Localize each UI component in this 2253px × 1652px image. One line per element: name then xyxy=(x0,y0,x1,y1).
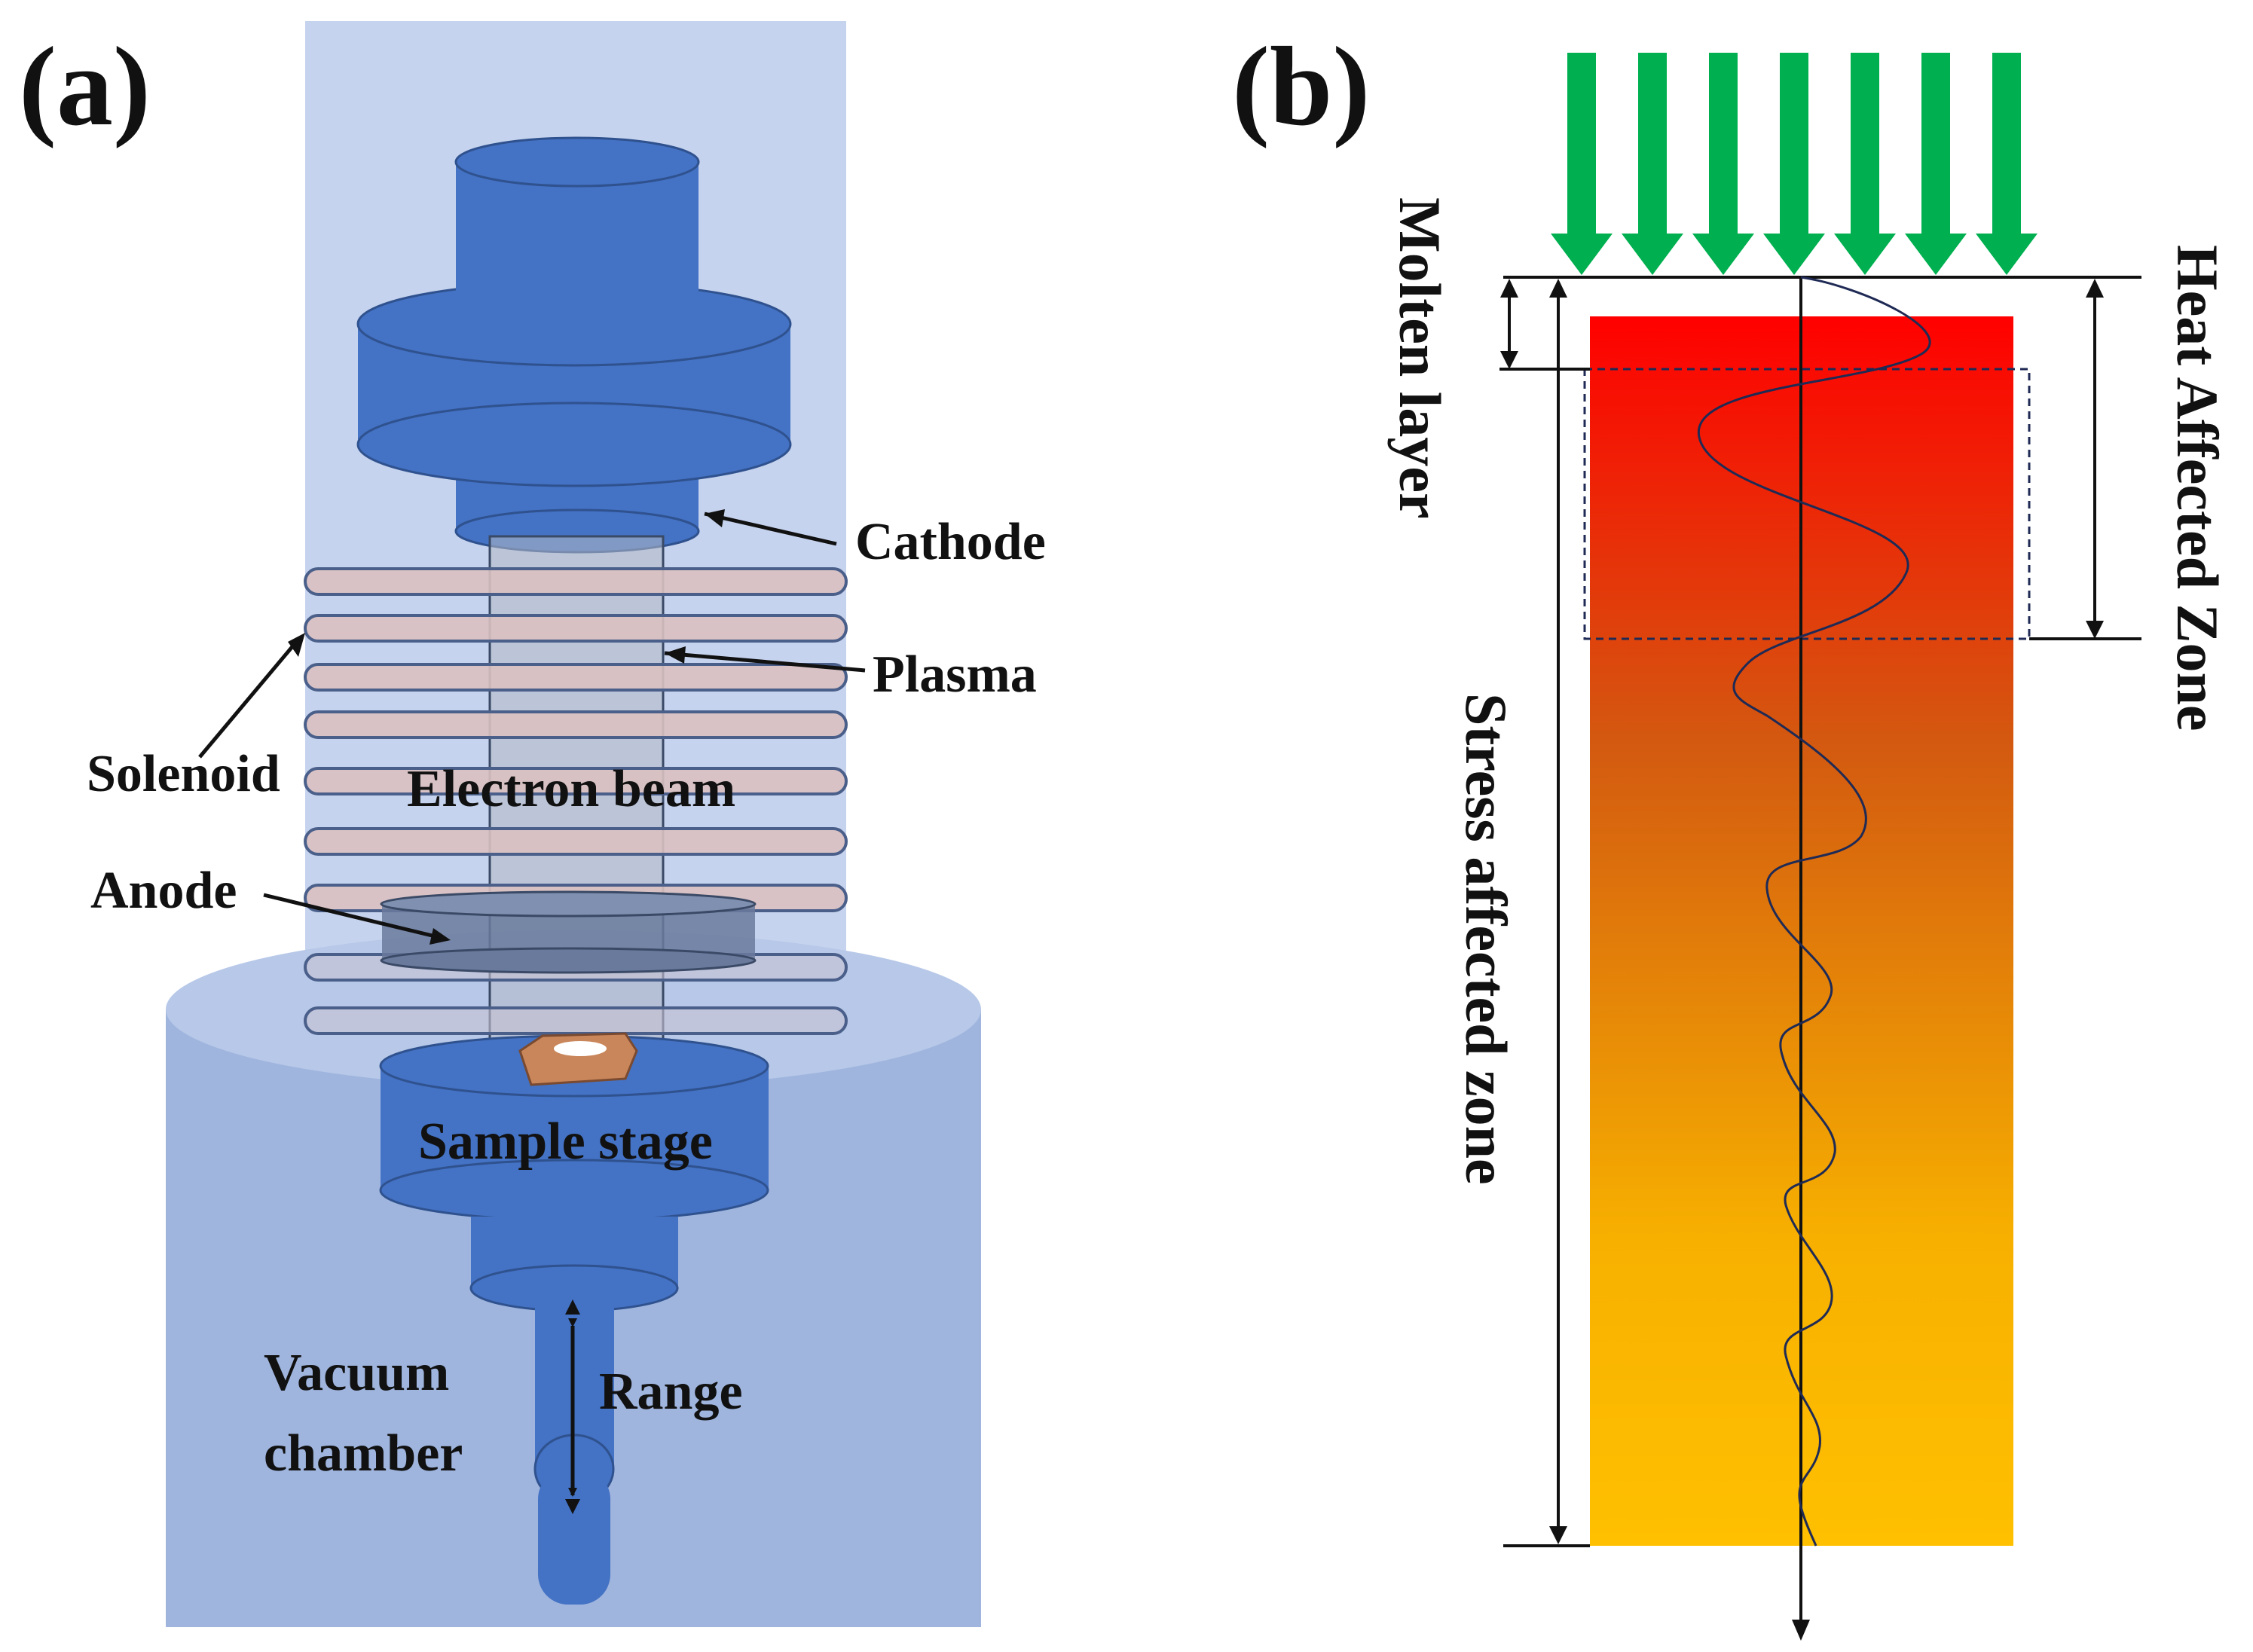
beam-arrow-7 xyxy=(1976,53,2037,275)
vacuum-chamber-label-line1: Vacuum xyxy=(264,1344,449,1402)
cathode-leader xyxy=(704,511,837,546)
plasma-label: Plasma xyxy=(873,646,1037,704)
beam-arrow-1 xyxy=(1551,53,1613,275)
panel-b-label: (b) xyxy=(1232,24,1370,149)
incident-beam-arrows xyxy=(1551,53,2037,275)
anode xyxy=(380,890,757,974)
beam-arrow-4 xyxy=(1763,53,1825,275)
heat-affected-zone-label: Heat Affected Zone xyxy=(2165,245,2230,731)
sample-stage-label: Sample stage xyxy=(418,1113,713,1171)
beam-arrow-5 xyxy=(1834,53,1896,275)
heat-affected-box xyxy=(1583,368,2031,640)
anode-label: Anode xyxy=(90,862,237,920)
solenoid-label: Solenoid xyxy=(87,745,280,803)
cathode-label: Cathode xyxy=(855,513,1046,571)
stress-affected-zone-label: Stress affected zone xyxy=(1454,693,1519,1185)
panel-a: (a) xyxy=(19,21,1046,1627)
plasma-leader xyxy=(664,651,866,673)
anode-leader xyxy=(263,893,445,941)
beam-arrow-6 xyxy=(1905,53,1967,275)
sample-stage xyxy=(379,1032,769,1222)
panel-b: (b) xyxy=(1232,24,2230,1641)
panel-a-label: (a) xyxy=(19,24,151,149)
sample xyxy=(518,1032,638,1086)
molten-layer-label: Molten layer xyxy=(1387,197,1453,519)
stress-profile-curve xyxy=(1698,276,1931,1547)
range-label: Range xyxy=(599,1363,743,1421)
beam-arrow-2 xyxy=(1622,53,1683,275)
solenoid-leader xyxy=(198,639,299,759)
electron-beam-label: Electron beam xyxy=(407,760,735,818)
vacuum-chamber-label-line2: chamber xyxy=(264,1425,463,1483)
beam-arrow-3 xyxy=(1692,53,1754,275)
cathode-assembly xyxy=(356,136,792,554)
